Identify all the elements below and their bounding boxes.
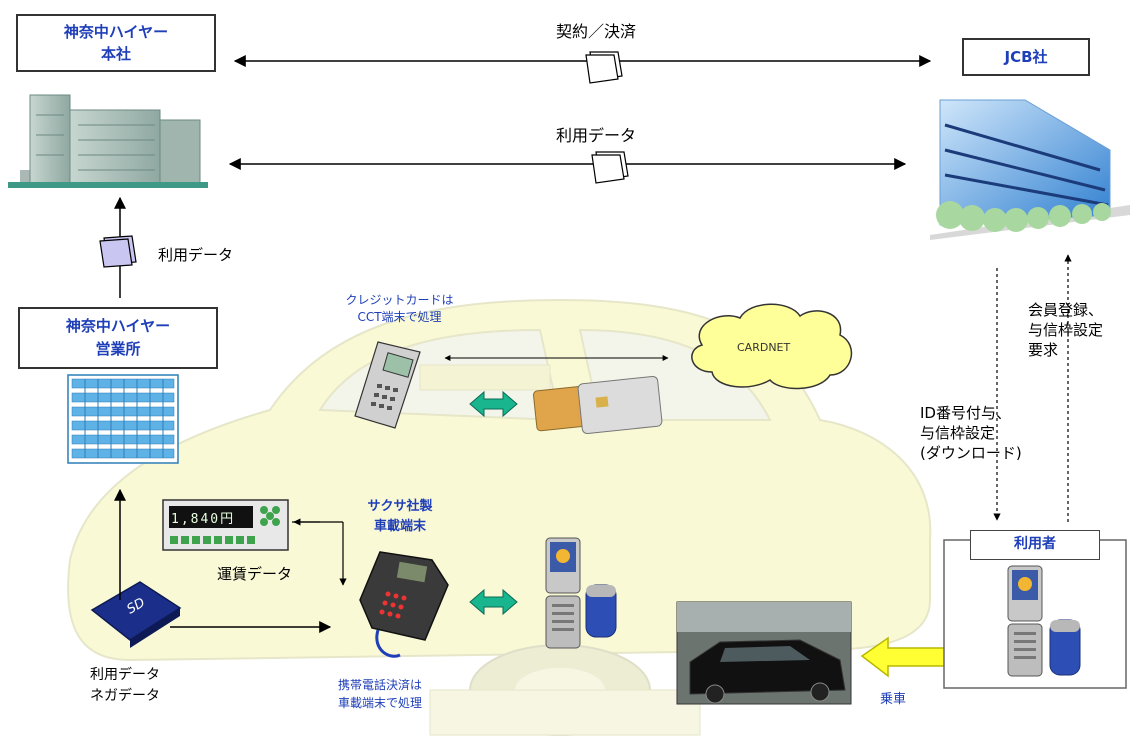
cardnet-cloud-icon <box>691 303 853 390</box>
meter-display: 1,840円 <box>171 512 236 527</box>
user-label-box: 利用者 <box>970 530 1100 560</box>
jcb-building-icon <box>930 99 1130 240</box>
green-double-arrow-icon <box>469 588 518 616</box>
taxi-background <box>67 298 932 736</box>
contract-label: 契約／決済 <box>556 22 637 41</box>
usage-label-top: 利用データ <box>556 126 637 145</box>
fare-label: 運賃データ <box>217 565 293 583</box>
member-label: 会員登録、 与信枠設定 要求 <box>1028 301 1104 359</box>
id-issue-label: ID番号付与、 与信枠設定 (ダウンロード) <box>920 404 1022 462</box>
boarding-label: 乗車 <box>880 692 907 707</box>
terminal-label: サクサ社製 車載端末 <box>367 499 433 534</box>
document-icon <box>99 235 137 268</box>
hq-label-box: 神奈中ハイヤー 本社 <box>16 14 216 72</box>
mobile-phone-icon <box>545 537 581 649</box>
cardnet-label: CARDNET <box>737 341 791 354</box>
fare-meter-icon <box>162 499 289 551</box>
sd-data-label: 利用データ ネガデータ <box>90 667 160 704</box>
jcb-label-box: JCB社 <box>962 38 1090 76</box>
branch-label-box: 神奈中ハイヤー 営業所 <box>18 307 218 369</box>
cct-terminal-icon <box>354 341 421 429</box>
onboard-terminal-icon <box>359 551 449 658</box>
credit-card-icon <box>532 375 663 435</box>
mobile-note: 携帯電話決済は 車載端末で処理 <box>337 678 422 710</box>
usage-label-branch: 利用データ <box>158 246 234 264</box>
sd-card-icon: SD <box>90 581 182 648</box>
document-icon <box>591 151 629 184</box>
credit-note: クレジットカードは CCT端末で処理 <box>345 293 454 324</box>
branch-building-icon <box>67 374 179 464</box>
felica-device-icon <box>585 584 617 638</box>
taxi-photo <box>676 601 852 705</box>
felica-device-icon <box>1049 619 1081 676</box>
document-icon <box>585 51 623 84</box>
green-double-arrow-icon <box>469 390 518 418</box>
hq-building-icon <box>8 94 208 188</box>
mobile-phone-icon <box>1007 565 1043 677</box>
